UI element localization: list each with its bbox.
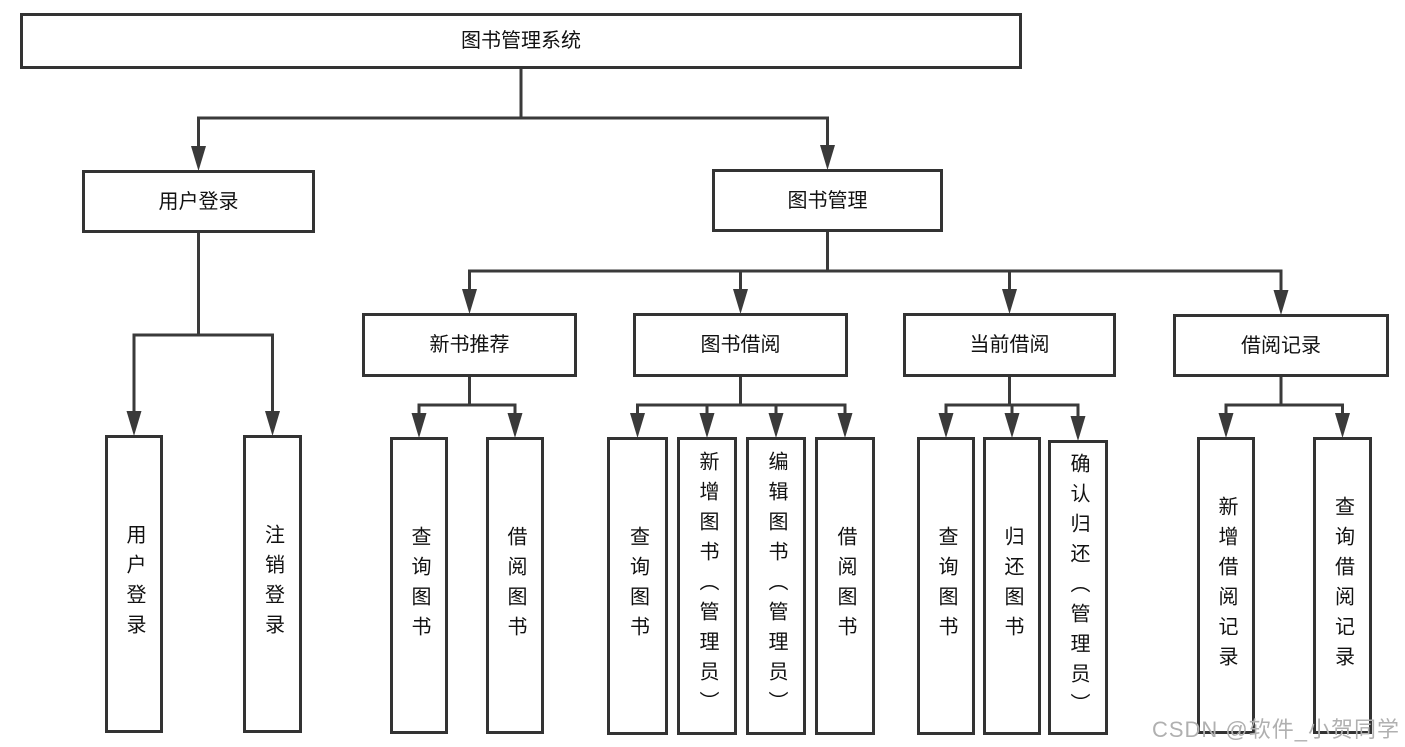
node-label: 图书管理 <box>787 189 868 212</box>
node-label: 用户登录 <box>123 524 145 644</box>
node-leaf-query-book-3: 查询图书 <box>917 437 975 735</box>
arrowhead-icon <box>1335 413 1350 438</box>
node-label: 借阅图书 <box>504 525 526 646</box>
arrowhead-icon <box>733 289 748 314</box>
arrowhead-icon <box>768 413 784 438</box>
node-book-borrow: 图书借阅 <box>633 313 848 377</box>
node-label: 借阅图书 <box>834 526 856 646</box>
node-current-borrow: 当前借阅 <box>903 313 1116 377</box>
arrowhead-icon <box>411 413 427 438</box>
node-label: 新增图书（管理员） <box>696 451 718 721</box>
node-leaf-borrow-book-1: 借阅图书 <box>486 437 544 734</box>
node-label: 归还图书 <box>1001 526 1023 646</box>
node-label: 图书管理系统 <box>461 30 581 52</box>
arrowhead-icon <box>699 413 715 438</box>
node-leaf-logout: 注销登录 <box>243 435 302 733</box>
arrowhead-icon <box>507 413 523 438</box>
arrowhead-icon <box>1004 413 1020 438</box>
node-leaf-add-record: 新增借阅记录 <box>1197 437 1255 734</box>
node-borrow-records: 借阅记录 <box>1173 314 1389 377</box>
node-leaf-add-book: 新增图书（管理员） <box>677 437 737 735</box>
node-label: 编辑图书（管理员） <box>765 451 787 721</box>
node-label: 查询图书 <box>408 525 430 646</box>
node-label: 确认归还（管理员） <box>1067 452 1089 723</box>
node-leaf-query-book-2: 查询图书 <box>607 437 668 735</box>
node-leaf-confirm-return: 确认归还（管理员） <box>1048 440 1108 735</box>
node-label: 新书推荐 <box>429 334 510 356</box>
node-root: 图书管理系统 <box>20 13 1022 69</box>
arrowhead-icon <box>462 289 477 314</box>
node-leaf-query-record: 查询借阅记录 <box>1313 437 1372 734</box>
arrowhead-icon <box>630 413 645 438</box>
node-label: 图书借阅 <box>700 334 781 356</box>
arrowhead-icon <box>837 413 853 438</box>
node-leaf-edit-book: 编辑图书（管理员） <box>746 437 806 735</box>
node-user-login: 用户登录 <box>82 170 315 233</box>
node-label: 借阅记录 <box>1241 334 1321 357</box>
node-leaf-user-login: 用户登录 <box>105 435 163 733</box>
node-new-book-rec: 新书推荐 <box>362 313 577 377</box>
arrowhead-icon <box>191 146 206 171</box>
node-label: 新增借阅记录 <box>1215 495 1237 676</box>
arrowhead-icon <box>126 411 142 436</box>
node-label: 查询借阅记录 <box>1331 495 1354 676</box>
node-label: 查询图书 <box>626 526 649 646</box>
arrowhead-icon <box>1002 289 1017 314</box>
arrowhead-icon <box>938 413 954 438</box>
arrowhead-icon <box>1218 413 1234 438</box>
node-leaf-borrow-book-2: 借阅图书 <box>815 437 875 735</box>
arrowhead-icon <box>820 145 835 170</box>
node-leaf-return-book: 归还图书 <box>983 437 1041 735</box>
node-book-mgmt: 图书管理 <box>712 169 943 232</box>
node-label: 查询图书 <box>935 526 957 646</box>
arrowhead-icon <box>1273 290 1289 315</box>
node-label: 当前借阅 <box>969 334 1050 356</box>
arrowhead-icon <box>265 411 280 436</box>
node-label: 注销登录 <box>261 524 284 644</box>
node-label: 用户登录 <box>158 190 239 213</box>
node-leaf-query-book-1: 查询图书 <box>390 437 448 734</box>
arrowhead-icon <box>1070 416 1086 441</box>
